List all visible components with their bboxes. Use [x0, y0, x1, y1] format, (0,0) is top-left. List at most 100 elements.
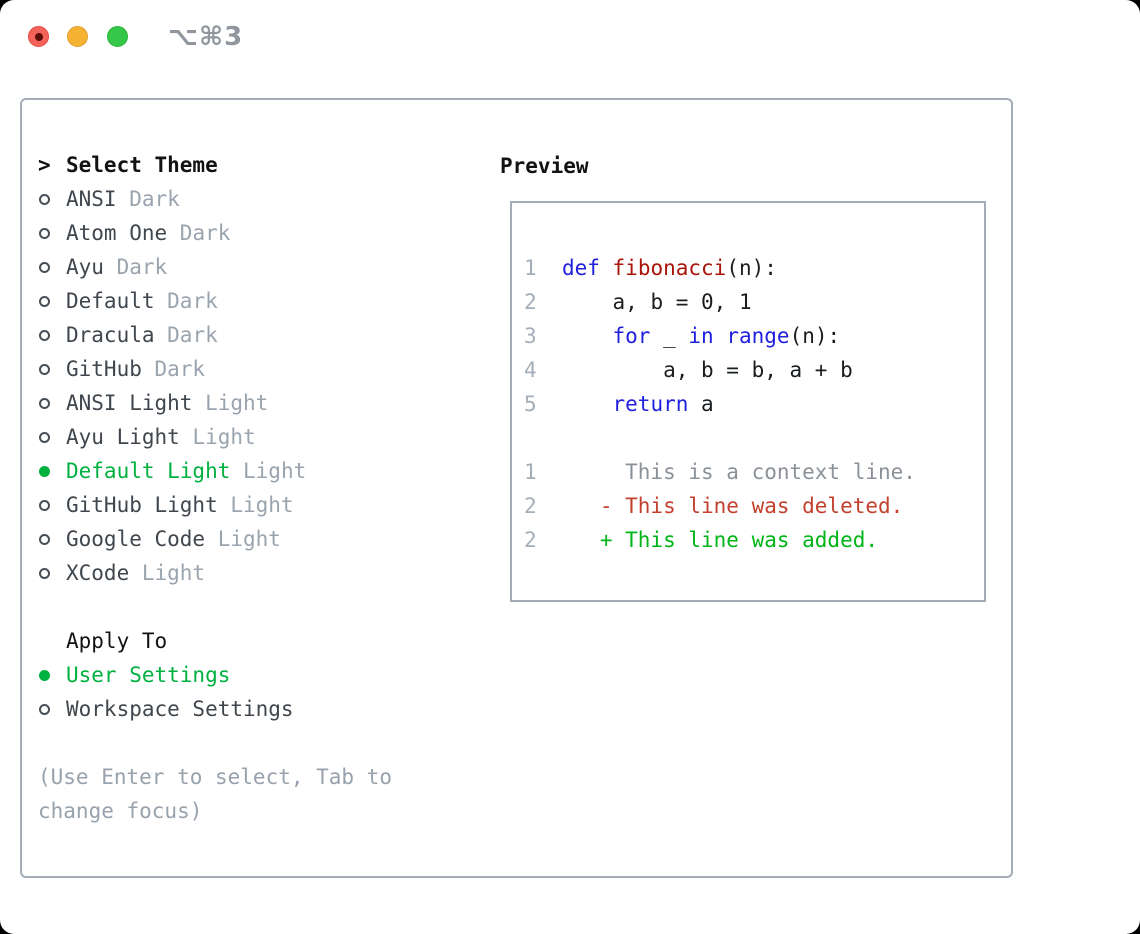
radio-icon: [39, 397, 50, 409]
code-line: 5 return a: [524, 387, 984, 421]
bullet-slot: [38, 193, 66, 205]
line-number: 3: [524, 324, 562, 348]
bullet-slot: [38, 261, 66, 273]
zoom-button[interactable]: [107, 26, 128, 47]
radio-icon: [39, 533, 50, 545]
radio-icon: [39, 363, 50, 375]
code-line: 1 def fibonacci(n):: [524, 251, 984, 285]
theme-option[interactable]: Atom One Dark: [38, 216, 488, 250]
line-number: 2: [524, 290, 562, 314]
theme-option[interactable]: Google Code Light: [38, 522, 488, 556]
minimize-button[interactable]: [67, 26, 88, 47]
theme-tag: Light: [129, 561, 206, 585]
apply-to-option[interactable]: User Settings: [38, 658, 488, 692]
code-segment-plain: [714, 324, 727, 348]
apply-to-option-label: Workspace Settings: [66, 697, 294, 721]
radio-icon: [39, 193, 50, 205]
close-button[interactable]: [28, 26, 49, 47]
theme-tag: Light: [230, 459, 307, 483]
bullet-slot: [38, 499, 66, 511]
radio-icon: [39, 295, 50, 307]
code-segment-keyword: range: [726, 324, 790, 348]
bullet-slot: [38, 397, 66, 409]
diff-text: + This line was added.: [599, 528, 879, 552]
apply-to-header: Apply To: [38, 624, 488, 658]
theme-option[interactable]: Dracula Dark: [38, 318, 488, 352]
line-number: 2: [524, 528, 600, 552]
line-number: 4: [524, 358, 562, 382]
theme-name: ANSI Light: [66, 391, 193, 415]
code-line: 3 for _ in range(n):: [524, 319, 984, 353]
theme-name: Dracula: [66, 323, 155, 347]
theme-tag: Dark: [116, 187, 180, 211]
radio-icon: [39, 431, 50, 443]
theme-option[interactable]: ANSI Dark: [38, 182, 488, 216]
theme-tag: Light: [205, 527, 281, 551]
diff-line-deleted: 2 - This line was deleted.: [524, 489, 984, 523]
theme-name: XCode: [66, 561, 130, 585]
radio-icon: [39, 669, 50, 681]
code-segment-plain: (n):: [726, 256, 777, 280]
select-theme-header: > Select Theme: [38, 148, 488, 182]
code-segment-keyword: in: [688, 324, 714, 348]
theme-name: GitHub Light: [66, 493, 218, 517]
window-title: ⌥⌘3: [168, 22, 244, 52]
unsaved-dot-icon: [34, 32, 43, 41]
code-segment-keyword: return: [612, 392, 689, 416]
theme-tag: Light: [179, 425, 256, 449]
help-text-line-1: (Use Enter to select, Tab to: [38, 765, 393, 789]
theme-option[interactable]: GitHub Light Light: [38, 488, 488, 522]
spacer: [38, 590, 488, 624]
bullet-slot: [38, 567, 66, 579]
preview-box: 1 def fibonacci(n): 2 a, b = 0, 1 3 for _ …: [510, 201, 986, 602]
bullet-slot: [38, 703, 66, 715]
apply-to-title: Apply To: [66, 629, 168, 653]
theme-tag: Light: [217, 493, 294, 517]
theme-tag: Dark: [103, 255, 168, 279]
code-segment-plain: [600, 256, 613, 280]
diff-line-context: 1 This is a context line.: [524, 455, 984, 489]
theme-option[interactable]: GitHub Dark: [38, 352, 488, 386]
theme-tag: Dark: [154, 289, 218, 313]
theme-name: Default: [66, 289, 155, 313]
code-segment-keyword: def: [561, 256, 600, 280]
radio-icon: [39, 703, 50, 715]
theme-name: Default Light: [66, 459, 231, 483]
theme-option[interactable]: XCode Light: [38, 556, 488, 590]
code-segment-plain: a, b = 0, 1: [561, 290, 752, 314]
bullet-slot: [38, 295, 66, 307]
code-segment-plain: (n):: [789, 324, 841, 348]
bullet-slot: [38, 669, 66, 681]
theme-option[interactable]: Default Dark: [38, 284, 488, 318]
radio-icon: [39, 567, 50, 579]
radio-icon: [39, 465, 50, 477]
titlebar: ⌥⌘3: [0, 0, 1140, 76]
theme-name: Ayu: [66, 255, 104, 279]
line-number: 5: [524, 392, 562, 416]
line-number: 2: [524, 494, 600, 518]
bullet-slot: [38, 227, 66, 239]
theme-option[interactable]: Ayu Dark: [38, 250, 488, 284]
bullet-slot: [38, 329, 66, 341]
prompt-icon: >: [38, 153, 51, 177]
apply-to-option[interactable]: Workspace Settings: [38, 692, 488, 726]
blank-line: [524, 421, 984, 455]
theme-tag: Dark: [154, 323, 218, 347]
code-segment-plain: a: [688, 392, 714, 416]
theme-name: Google Code: [66, 527, 206, 551]
theme-name: Ayu Light: [66, 425, 180, 449]
theme-name: Atom One: [66, 221, 168, 245]
bullet-slot: [38, 431, 66, 443]
theme-option[interactable]: Ayu Light Light: [38, 420, 488, 454]
line-number: 1: [524, 256, 562, 280]
radio-icon: [39, 499, 50, 511]
line-number: 1: [524, 460, 600, 484]
theme-option[interactable]: ANSI Light Light: [38, 386, 488, 420]
theme-option[interactable]: Default Light Light: [38, 454, 488, 488]
